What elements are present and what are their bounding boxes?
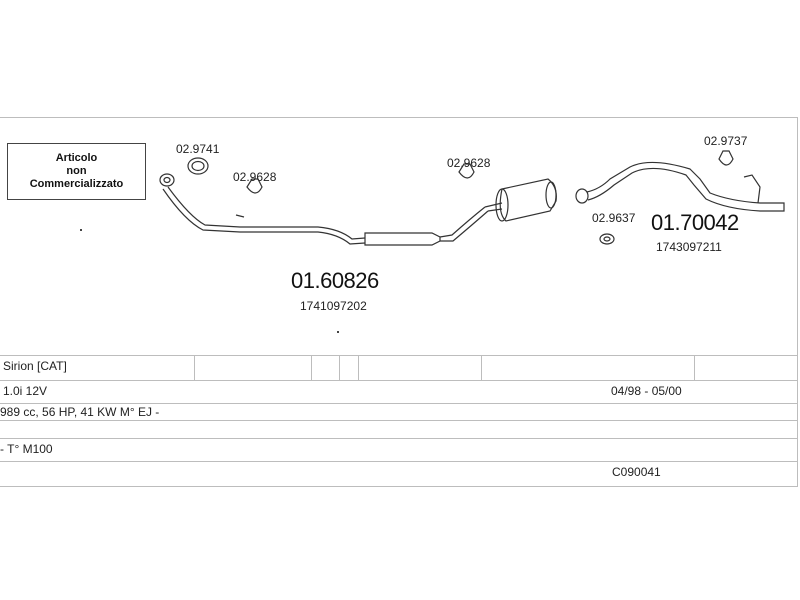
front-pipe (167, 186, 366, 240)
divider (339, 356, 340, 380)
divider (694, 356, 695, 380)
rear-silencer (484, 178, 557, 222)
not-available-notice: Articolo non Commercializzato (7, 143, 146, 200)
front-section-oem: 1741097202 (300, 299, 367, 313)
engine-cell: 1.0i 12V (3, 384, 48, 398)
dot-marker (80, 229, 82, 231)
table-row-type: - T° M100 (0, 438, 798, 461)
table-row-engine: 1.0i 12V 04/98 - 05/00 (0, 380, 798, 403)
gasket-rear (599, 233, 615, 245)
notice-line-3: Commercializzato (29, 178, 124, 190)
rear-section-number[interactable]: 01.70042 (651, 210, 739, 235)
front-flange (159, 173, 175, 187)
rear-flange (575, 161, 785, 212)
diagram-frame (0, 117, 798, 487)
divider (358, 356, 359, 380)
specs-cell: 989 cc, 56 HP, 41 KW M° EJ - (0, 405, 160, 419)
table-row-specs: 989 cc, 56 HP, 41 KW M° EJ - (0, 403, 798, 420)
front-section-number[interactable]: 01.60826 (291, 268, 379, 293)
notice-line-1: Articolo (55, 152, 98, 164)
part-label-hanger-rear[interactable]: 02.9737 (704, 134, 748, 148)
divider (311, 356, 312, 380)
part-label-hanger-left[interactable]: 02.9628 (233, 170, 277, 184)
dot-marker (337, 331, 339, 333)
ring-gasket (187, 157, 209, 175)
divider (481, 356, 482, 380)
divider (194, 356, 195, 380)
rubber-hanger-rear (718, 150, 734, 166)
rubber-hanger-left (246, 178, 263, 194)
part-label-ring[interactable]: 02.9741 (176, 142, 220, 156)
mid-muffler (364, 232, 441, 246)
code-cell: C090041 (612, 465, 661, 479)
rear-section-oem: 1743097211 (656, 240, 722, 254)
type-cell: - T° M100 (0, 442, 53, 456)
notice-line-2: non (66, 165, 87, 177)
table-row-model: Sirion [CAT] (0, 355, 798, 380)
table-row-code: C090041 (0, 461, 798, 487)
years-cell: 04/98 - 05/00 (611, 384, 682, 398)
part-label-gasket[interactable]: 02.9637 (592, 211, 636, 225)
exhaust-diagram (159, 150, 785, 246)
table-row-empty (0, 420, 798, 438)
rubber-hanger-mid (458, 163, 475, 179)
model-cell: Sirion [CAT] (3, 359, 67, 373)
part-label-hanger-mid[interactable]: 02.9628 (447, 156, 491, 170)
